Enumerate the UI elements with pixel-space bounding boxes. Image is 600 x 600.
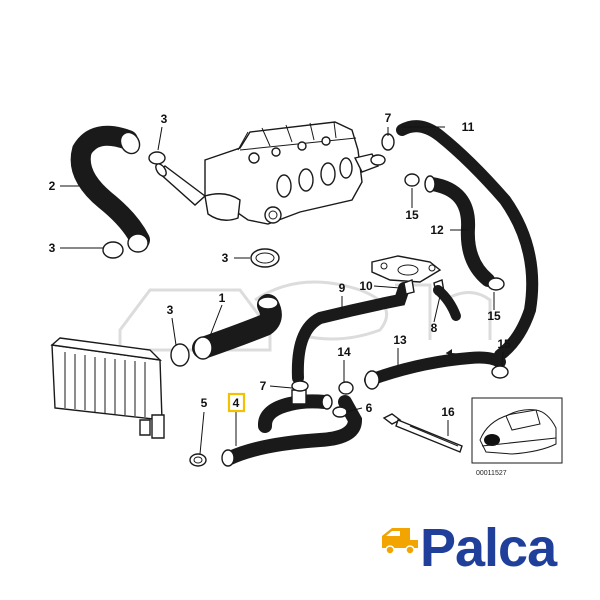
hose-clamp xyxy=(291,380,309,392)
cable-tie xyxy=(382,413,463,453)
callout-13: 13 xyxy=(393,333,407,347)
highlight-box xyxy=(227,392,246,413)
hose-clamp xyxy=(404,173,420,187)
diagram-code: 00011527 xyxy=(476,470,507,477)
coolant-stub-hose xyxy=(433,285,461,321)
callout-9: 9 xyxy=(339,281,346,295)
heater-hose xyxy=(291,282,410,384)
callout-2: 2 xyxy=(49,179,56,193)
hose-clamp xyxy=(338,381,354,395)
hose-clamp xyxy=(332,406,348,418)
hose-connector xyxy=(370,154,386,166)
logo-text: Palca xyxy=(420,518,558,578)
callout-5: 5 xyxy=(201,396,208,410)
callout-15: 15 xyxy=(487,309,501,323)
callout-16: 16 xyxy=(441,405,455,419)
delivery-truck-icon xyxy=(382,528,418,555)
callout-15: 15 xyxy=(405,208,419,222)
lower-radiator-hose xyxy=(221,389,363,467)
cylinder-head xyxy=(204,121,379,225)
callout-3: 3 xyxy=(161,112,168,126)
callout-7: 7 xyxy=(385,111,392,125)
hose-clamp xyxy=(170,248,280,367)
callout-3: 3 xyxy=(222,251,229,265)
callout-12: 12 xyxy=(430,223,444,237)
bleed-hose xyxy=(381,120,539,361)
callout-3: 3 xyxy=(167,303,174,317)
callout-15: 15 xyxy=(497,337,511,351)
hose-clamp xyxy=(189,453,207,467)
thermostat-outlet xyxy=(155,163,207,206)
callout-7: 7 xyxy=(260,379,267,393)
callout-6: 6 xyxy=(366,401,373,415)
heater-valve-flange xyxy=(371,255,445,295)
callout-10: 10 xyxy=(359,279,373,293)
radiator xyxy=(50,337,165,439)
callout-4: 4 xyxy=(233,396,240,410)
upper-radiator-hose xyxy=(70,125,150,253)
callout-3: 3 xyxy=(49,241,56,255)
car-icon xyxy=(479,409,557,455)
bleed-line xyxy=(364,349,506,390)
callout-8: 8 xyxy=(431,321,438,335)
hose-clamp xyxy=(102,151,166,259)
flow-arrow-icon xyxy=(446,349,452,357)
vehicle-location-inset: 00011527 xyxy=(471,397,563,477)
heater-return-hose xyxy=(424,175,505,291)
palca-logo: Palca xyxy=(382,518,559,578)
callout-1: 1 xyxy=(219,291,226,305)
callout-14: 14 xyxy=(337,345,351,359)
callout-11: 11 xyxy=(462,120,475,134)
leader-lines xyxy=(60,126,504,455)
hose-clamp xyxy=(491,365,509,379)
engine-water-hose xyxy=(192,294,282,360)
callout-labels: 11 7 3 2 15 12 3 3 9 10 15 1 3 8 14 13 1… xyxy=(49,111,511,419)
